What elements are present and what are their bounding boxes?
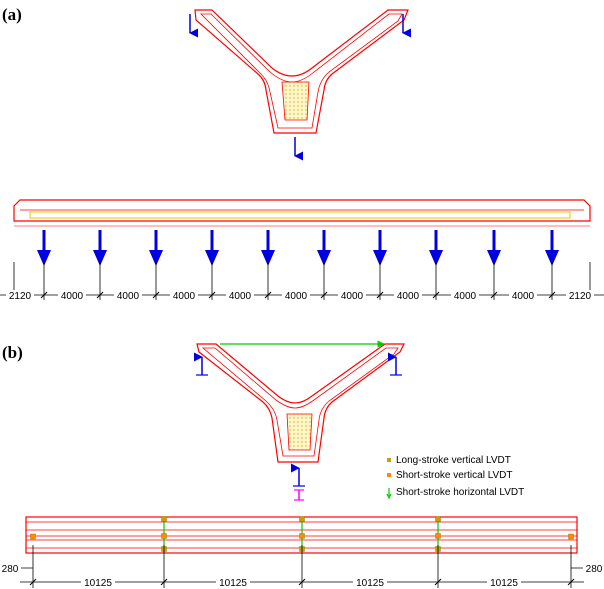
dimension-label: 4000 [285, 291, 308, 302]
load-arrow-a-9 [487, 230, 501, 266]
load-arrow-a-8 [429, 230, 443, 266]
load-arrow-a-2 [93, 230, 107, 266]
short-stroke-vertical-lvdt [161, 533, 167, 539]
legend-label-short-stroke-vertical: Short-stroke vertical LVDT [396, 470, 513, 481]
legend-item-short-stroke-horizontal: Short-stroke horizontal LVDT [386, 487, 524, 500]
legend-label-short-stroke-horizontal: Short-stroke horizontal LVDT [396, 487, 524, 498]
dimension-label: 280 [586, 564, 603, 575]
legend-marker-short-stroke-horizontal [386, 488, 392, 500]
short-stroke-vertical-lvdt [30, 533, 36, 540]
dimension-label: 4000 [173, 291, 196, 302]
load-arrow-a-10 [545, 230, 559, 266]
load-arrow-a-1 [37, 230, 51, 266]
load-arrow-a-5 [261, 230, 275, 266]
support-jack-b [290, 463, 305, 501]
load-arrow-a-3 [149, 230, 163, 266]
dimension-label: 10125 [356, 578, 384, 589]
dimension-label: 10125 [84, 578, 112, 589]
legend-label-long-stroke: Long-stroke vertical LVDT [396, 455, 511, 466]
dimension-label: 4000 [117, 291, 140, 302]
short-stroke-vertical-lvdt [435, 533, 441, 539]
long-stroke-vertical-lvdt [435, 516, 441, 522]
dimension-label: 10125 [490, 578, 518, 589]
long-stroke-vertical-lvdt [161, 516, 167, 522]
load-arrow-b-left [193, 352, 208, 376]
dimension-label: 4000 [61, 291, 84, 302]
load-arrows-a [37, 230, 559, 266]
load-arrow-a-7 [373, 230, 387, 266]
load-arrow-b-right [387, 352, 402, 376]
dimension-line-a: 2120 4000 4000 4000 4000 4000 4000 4000 4000 4000… [0, 262, 604, 302]
cross-section-a [194, 9, 409, 134]
legend: Long-stroke vertical LVDT Short-stroke v… [386, 455, 524, 500]
dimension-label: 4000 [454, 291, 477, 302]
legend-marker-short-stroke-vertical [387, 473, 391, 477]
dimension-line-b: 280 10125 10125 10125 10125 280 [0, 545, 604, 589]
beam-elevation-a [13, 199, 591, 227]
sensors-b [30, 516, 574, 553]
panel-b-label: (b) [2, 343, 23, 362]
load-arrow-a-4 [205, 230, 219, 266]
dimension-label: 4000 [229, 291, 252, 302]
panel-a-label: (a) [2, 5, 22, 24]
dimension-label: 10125 [219, 578, 247, 589]
long-stroke-vertical-lvdt [299, 516, 305, 522]
legend-marker-long-stroke [387, 458, 391, 462]
dimension-label: 4000 [397, 291, 420, 302]
dimension-label: 4000 [341, 291, 364, 302]
legend-item-long-stroke: Long-stroke vertical LVDT [387, 455, 511, 466]
dimension-label: 2120 [569, 291, 592, 302]
legend-item-short-stroke-vertical: Short-stroke vertical LVDT [387, 470, 513, 481]
load-arrow-a-6 [317, 230, 331, 266]
dimension-label: 280 [2, 564, 19, 575]
short-stroke-vertical-lvdt [568, 533, 574, 540]
dimension-label: 2120 [9, 291, 32, 302]
dimension-label: 4000 [512, 291, 535, 302]
short-stroke-vertical-lvdt [299, 533, 305, 539]
cross-section-b [196, 343, 405, 463]
prestress-strand-a [29, 211, 571, 219]
